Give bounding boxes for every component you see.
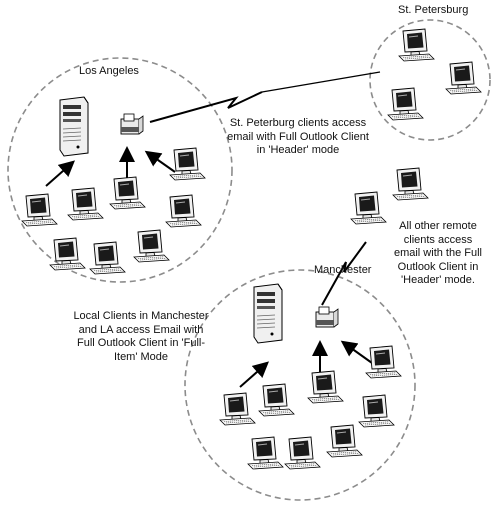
manchester-boundary [184, 269, 416, 501]
man-workstation-icon [247, 436, 284, 470]
st-petersburg-wan-link: . [149, 71, 381, 123]
note-line: All other remote [399, 220, 477, 232]
spb-workstation-icon [445, 61, 482, 95]
note-line: Outlook Client in [397, 260, 479, 273]
la-workstation-icon [165, 194, 202, 228]
man-workstation-icon [258, 383, 295, 417]
note-line: and LA access Email with [78, 323, 204, 336]
man-workstation-icon [219, 392, 256, 426]
note-line: St. Peterburg clients access [229, 117, 367, 129]
site-label-los-angeles: Los Angeles [79, 65, 139, 77]
note-line: Full Outlook Client in 'Full- [76, 337, 206, 349]
site-label-manchester: Manchester [314, 264, 372, 276]
remote-workstation-icon [350, 191, 387, 225]
la-exchange-server-icon [59, 96, 89, 157]
manchester-exchange-server-icon [253, 283, 283, 344]
note-line: email with the Full [393, 247, 483, 259]
la-client-arrows [45, 146, 176, 187]
man-workstation-icon [358, 394, 395, 428]
note-remote-access: All other remote clients access email wi… [383, 220, 493, 288]
man-workstation-icon [326, 424, 363, 458]
note-line: clients access [403, 233, 473, 246]
la-workstation-icon [169, 147, 206, 181]
man-workstation-icon [365, 345, 402, 379]
note-st-petersburg-access: St. Peterburg clients access email with … [213, 117, 383, 158]
la-workstation-icon [67, 187, 104, 221]
note-line: in 'Header' mode [256, 144, 340, 156]
los-angeles-boundary [7, 57, 233, 283]
manchester-client-arrows [239, 340, 373, 388]
la-workstation-icon [89, 241, 126, 275]
note-line: email with Full Outlook Client [227, 130, 369, 143]
note-line: Local Clients in Manchester [73, 310, 209, 322]
la-workstation-icon [49, 237, 86, 271]
site-label-st-petersburg: St. Petersburg [398, 4, 469, 16]
remote-workstation-icon [392, 167, 429, 201]
note-line: Item' Mode [113, 350, 169, 363]
la-workstation-icon [133, 229, 170, 263]
la-mail-gateway-icon [120, 113, 144, 135]
spb-workstation-icon [387, 87, 424, 121]
remote-wan-link [321, 241, 367, 306]
note-line: 'Header' mode. [401, 274, 475, 286]
st-petersburg-boundary [369, 19, 491, 141]
manchester-mail-gateway-icon [315, 306, 339, 328]
man-workstation-icon [307, 370, 344, 404]
man-workstation-icon [284, 436, 321, 470]
la-workstation-icon [109, 176, 146, 210]
spb-workstation-icon [398, 28, 435, 62]
la-workstation-icon [21, 193, 58, 227]
note-local-access: Local Clients in Manchester and LA acces… [48, 310, 234, 364]
